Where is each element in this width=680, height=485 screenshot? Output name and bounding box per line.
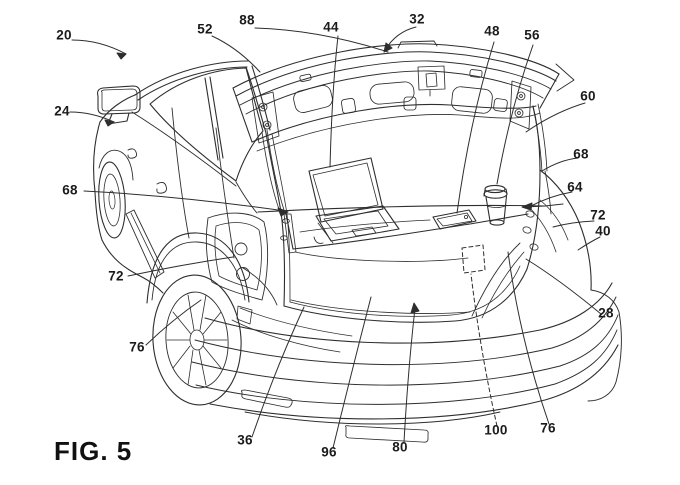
left-taillight xyxy=(205,212,269,301)
rear-bumper xyxy=(191,282,622,443)
ref-label-60: 60 xyxy=(580,88,596,104)
ref-label-72-right: 72 xyxy=(590,207,606,223)
ref-label-76-left: 76 xyxy=(129,339,145,355)
sensor-dashed-outline xyxy=(461,244,486,274)
figure-caption: FIG. 5 xyxy=(54,436,133,466)
ref-label-48: 48 xyxy=(484,23,500,39)
ref-label-100: 100 xyxy=(484,422,508,438)
liftgate-inner-panel xyxy=(251,65,552,215)
ref-label-56: 56 xyxy=(524,27,540,43)
ref-label-36: 36 xyxy=(237,432,253,448)
leader-lines xyxy=(69,26,602,449)
side-mirror xyxy=(97,85,141,125)
rear-wheel xyxy=(146,232,253,406)
ref-label-96: 96 xyxy=(321,444,337,460)
ref-label-68-right: 68 xyxy=(573,146,589,162)
ref-label-76-right: 76 xyxy=(540,420,556,436)
smartphone xyxy=(432,209,477,230)
ref-label-20: 20 xyxy=(56,27,72,43)
coffee-cup xyxy=(483,184,508,226)
ref-label-44: 44 xyxy=(323,19,339,35)
liftgate xyxy=(232,40,575,152)
ref-label-52: 52 xyxy=(197,21,213,37)
ref-label-88: 88 xyxy=(239,12,255,28)
ref-label-24: 24 xyxy=(54,103,70,119)
ref-label-28: 28 xyxy=(598,305,614,321)
trunk-aperture xyxy=(265,105,541,323)
ref-label-72-left: 72 xyxy=(108,268,124,284)
work-surface-table xyxy=(257,203,564,254)
ref-label-64: 64 xyxy=(567,179,583,195)
front-wheel xyxy=(98,149,134,239)
ref-label-40: 40 xyxy=(595,223,611,239)
ref-label-32: 32 xyxy=(409,11,425,27)
ref-label-80: 80 xyxy=(392,439,408,455)
ref-label-68-left: 68 xyxy=(62,182,78,198)
laptop xyxy=(308,157,400,244)
car-body xyxy=(93,60,278,306)
